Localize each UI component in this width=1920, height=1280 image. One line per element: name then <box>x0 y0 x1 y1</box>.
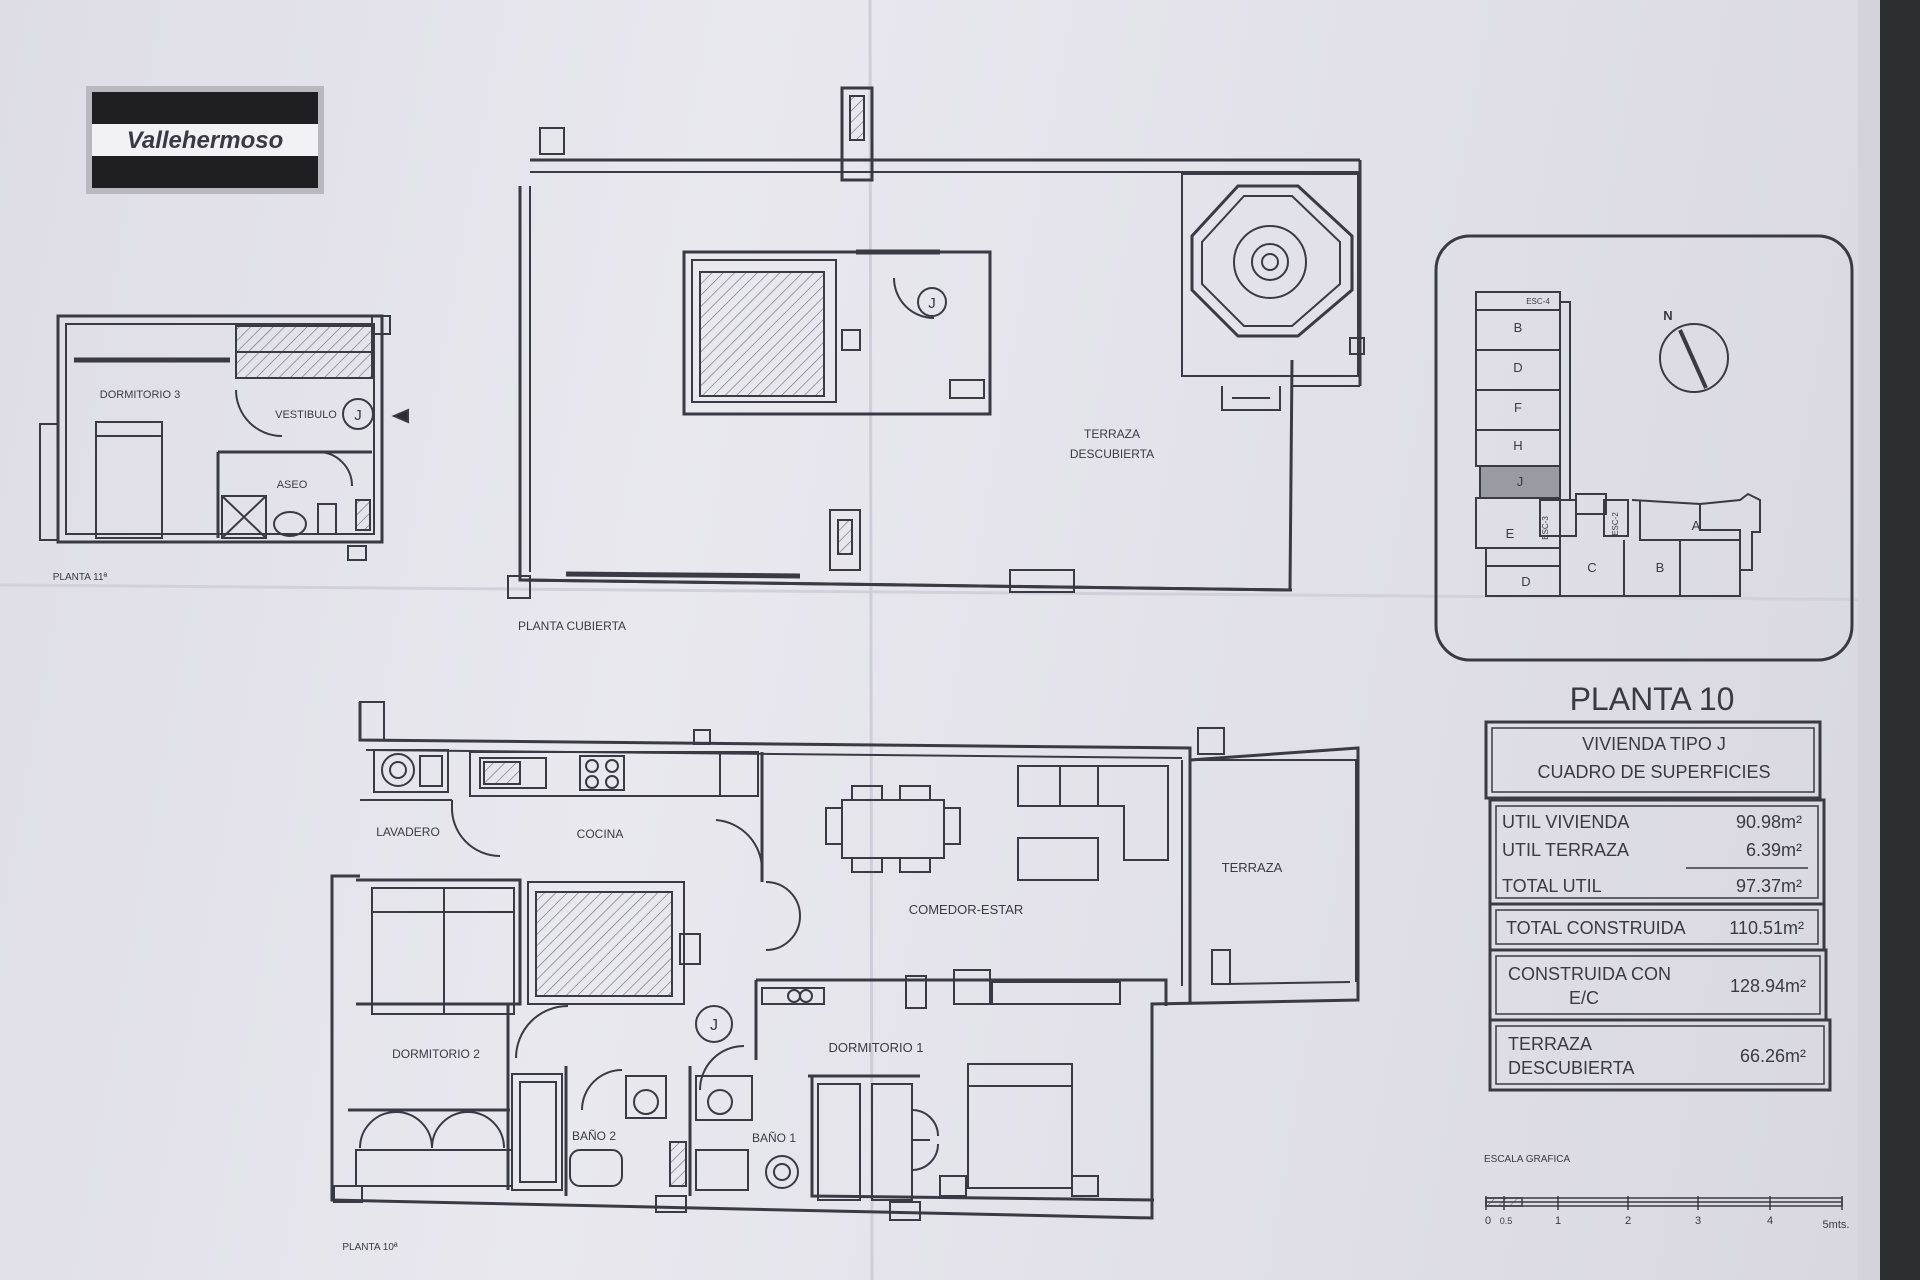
row-total-construida-label: TOTAL CONSTRUIDA <box>1506 918 1686 938</box>
row-construida-ec-label-2: E/C <box>1569 988 1599 1008</box>
north-indicator: N <box>1663 308 1672 323</box>
plan-roof-labels: J TERRAZA DESCUBIERTA PLANTA CUBIERTA <box>518 295 1154 633</box>
table-header-1: VIVIENDA TIPO J <box>1582 734 1726 754</box>
plan-upper-floor <box>39 314 409 561</box>
label-planta-main: PLANTA 10ª <box>342 1242 398 1253</box>
scale-tick-3: 3 <box>1695 1215 1701 1227</box>
label-dormitorio-3: DORMITORIO 3 <box>100 389 180 401</box>
stair-mark-upper: J <box>354 407 362 424</box>
site-plan-labels: N ESC-4 ESC-3 ESC-2 B D F H J E D C B A <box>1506 297 1701 589</box>
table-header-2: CUADRO DE SUPERFICIES <box>1537 762 1770 782</box>
fold-line-vertical <box>868 0 874 1280</box>
site-unit-e: E <box>1506 526 1515 541</box>
row-construida-ec-value: 128.94m² <box>1730 976 1806 996</box>
site-unit-d-top: D <box>1513 360 1522 375</box>
site-unit-h: H <box>1513 438 1522 453</box>
scale-tick-0-5: 0.5 <box>1500 1216 1513 1226</box>
plan-upper-floor-labels: DORMITORIO 3 VESTIBULO J ASEO PLANTA 11ª <box>53 389 362 583</box>
label-bano-1: BAÑO 1 <box>752 1131 796 1145</box>
row-util-vivienda-value: 90.98m² <box>1736 812 1802 832</box>
label-dormitorio-2: DORMITORIO 2 <box>392 1047 480 1061</box>
label-cocina: COCINA <box>577 827 624 841</box>
sheet-edge <box>1878 0 1920 1280</box>
site-unit-f: F <box>1514 400 1522 415</box>
label-esc-4: ESC-4 <box>1526 297 1550 306</box>
company-logo: Vallehermoso <box>86 86 324 194</box>
sheet-title: PLANTA 10 <box>1570 681 1735 717</box>
stair-mark-roof: J <box>928 295 936 312</box>
row-util-terraza-value: 6.39m² <box>1746 840 1802 860</box>
site-unit-a: A <box>1692 518 1701 533</box>
label-comedor-estar: COMEDOR-ESTAR <box>909 902 1024 917</box>
plan-main-floor-labels: LAVADERO COCINA COMEDOR-ESTAR TERRAZA DO… <box>342 825 1282 1253</box>
label-esc-2: ESC-2 <box>1611 512 1620 536</box>
label-dormitorio-1: DORMITORIO 1 <box>828 1040 923 1055</box>
label-terraza: TERRAZA <box>1222 860 1283 875</box>
label-terraza-descubierta-1: TERRAZA <box>1084 427 1140 441</box>
row-terraza-descubierta-value: 66.26m² <box>1740 1046 1806 1066</box>
label-vestibulo: VESTIBULO <box>275 409 337 421</box>
scale-tick-0: 0 <box>1485 1215 1491 1227</box>
label-planta-upper: PLANTA 11ª <box>53 572 108 583</box>
label-bano-2: BAÑO 2 <box>572 1129 616 1143</box>
label-terraza-descubierta-2: DESCUBIERTA <box>1070 447 1154 461</box>
row-util-terraza-label: UTIL TERRAZA <box>1502 840 1629 860</box>
area-table-text: VIVIENDA TIPO J CUADRO DE SUPERFICIES UT… <box>1502 734 1806 1078</box>
site-unit-j: J <box>1517 474 1524 489</box>
label-lavadero: LAVADERO <box>376 825 440 839</box>
area-table <box>1484 720 1832 1092</box>
fold-line-horizontal <box>0 583 1920 602</box>
label-aseo: ASEO <box>277 479 308 491</box>
row-total-util-label: TOTAL UTIL <box>1502 876 1602 896</box>
stair-mark-main: J <box>710 1017 718 1034</box>
scale-tick-1: 1 <box>1555 1215 1561 1227</box>
scale-tick-4: 4 <box>1767 1215 1773 1227</box>
logo-text: Vallehermoso <box>127 127 284 154</box>
site-unit-d-bottom: D <box>1521 574 1530 589</box>
scale-tick-2: 2 <box>1625 1215 1631 1227</box>
site-unit-b-top: B <box>1514 320 1523 335</box>
site-plan <box>1434 234 1854 662</box>
site-unit-c: C <box>1587 560 1596 575</box>
row-terraza-descubierta-label-2: DESCUBIERTA <box>1508 1058 1634 1078</box>
label-planta-cubierta: PLANTA CUBIERTA <box>518 619 626 633</box>
plan-roof <box>507 86 1365 599</box>
plan-main-floor <box>330 701 1360 1221</box>
scale-title: ESCALA GRAFICA <box>1484 1154 1570 1165</box>
scale-tick-5: 5mts. <box>1823 1219 1850 1231</box>
row-total-construida-value: 110.51m² <box>1729 918 1804 938</box>
label-esc-3: ESC-3 <box>1541 516 1550 540</box>
graphic-scale: ESCALA GRAFICA 0 0.5 1 2 3 4 5mts. <box>1484 1154 1849 1231</box>
row-total-util-value: 97.37m² <box>1736 876 1802 896</box>
row-construida-ec-label-1: CONSTRUIDA CON <box>1508 964 1671 984</box>
row-util-vivienda-label: UTIL VIVIENDA <box>1502 812 1629 832</box>
site-unit-b-bottom: B <box>1656 560 1665 575</box>
row-terraza-descubierta-label-1: TERRAZA <box>1508 1034 1592 1054</box>
